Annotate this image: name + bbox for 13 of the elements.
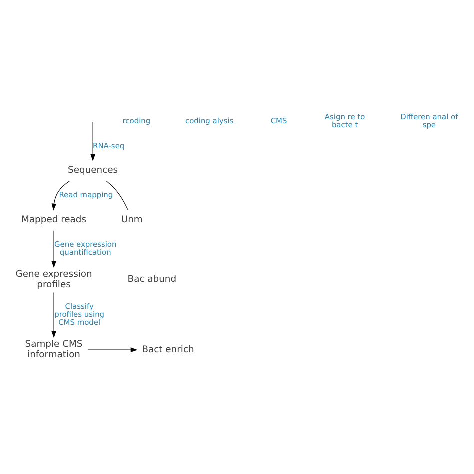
- node-text: Gene expression profiles: [16, 269, 92, 290]
- arrow: [52, 181, 70, 211]
- node-text: Sequences: [68, 165, 118, 176]
- node-text: Unm: [121, 214, 143, 226]
- arrow: [52, 292, 56, 338]
- node-text: Mapped reads: [22, 214, 87, 226]
- node-text: Bact enrich: [142, 344, 194, 356]
- connector: [106, 181, 128, 210]
- arrow: [88, 348, 138, 352]
- arrow: [52, 230, 56, 268]
- node-text: Bac abund: [128, 274, 177, 286]
- node-text: Sample CMS information: [25, 339, 83, 360]
- arrow: [90, 122, 96, 162]
